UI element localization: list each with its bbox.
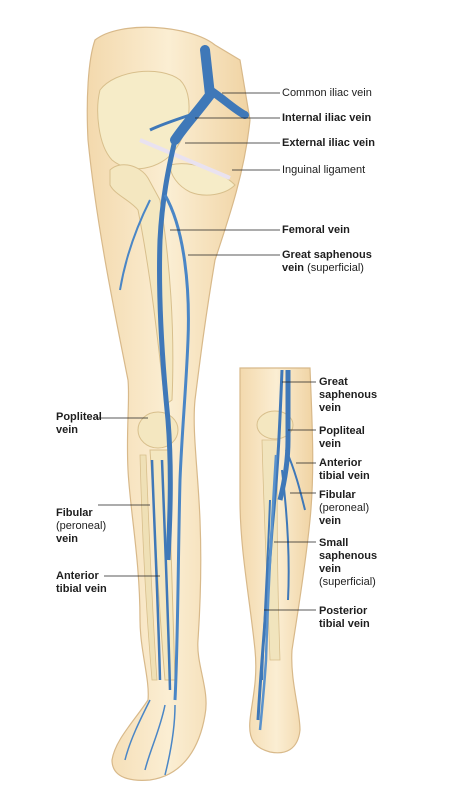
internal-iliac-vein (149, 113, 191, 132)
label-fibular-left-2: (peroneal) (56, 520, 107, 532)
label-gsv-post-2: saphenous (319, 389, 378, 401)
label-gsv-post-3: vein (319, 402, 342, 414)
femoral-vein (156, 139, 178, 561)
posterior-tibial-vein (261, 499, 271, 681)
label-external-iliac-text: External iliac vein (282, 137, 375, 149)
label-great-saphenous-vein: Great saphenous vein (superficial) (282, 249, 372, 275)
label-ssv-1: Small (319, 537, 349, 549)
anterior-tibial-vein (160, 459, 172, 691)
fibula-bone (139, 454, 158, 681)
label-internal-iliac-vein: Internal iliac vein (282, 112, 371, 125)
inguinal-ligament (139, 138, 231, 180)
common-iliac-right (206, 86, 249, 119)
label-common-iliac-text: Common iliac vein (282, 87, 372, 99)
label-posterior-2: tibial vein (319, 618, 370, 630)
leader-lines (98, 92, 316, 611)
dorsal-foot-veins (124, 699, 176, 776)
posterior-popliteal-vein (277, 370, 291, 501)
label-popliteal-left-1: Popliteal (56, 411, 102, 423)
label-fibular-post-3: vein (319, 515, 342, 527)
label-fibular-left-3: vein (56, 533, 79, 545)
posterior-anterior-tibial-vein (285, 449, 306, 511)
label-common-iliac-vein: Common iliac vein (282, 87, 372, 100)
label-femoral-vein: Femoral vein (282, 224, 350, 237)
label-gsv-line2: vein (282, 262, 305, 274)
label-anterior-post-1: Anterior (319, 457, 362, 469)
label-fibular-post-2: (peroneal) (319, 502, 370, 514)
label-popliteal-post-2: vein (319, 438, 342, 450)
label-posterior-tibial-vein: Posterior tibial vein (319, 605, 370, 631)
fibular-vein-anterior (150, 459, 162, 681)
label-fibular-left-1: Fibular (56, 507, 93, 519)
label-anterior-left-1: Anterior (56, 570, 99, 582)
label-anterior-tibial-posterior: Anterior tibial vein (319, 457, 370, 483)
small-saphenous-vein (258, 454, 278, 731)
label-fibular-vein-anterior: Fibular (peroneal) vein (56, 507, 106, 546)
anterior-leg (86, 26, 251, 781)
label-fibular-post-1: Fibular (319, 489, 356, 501)
label-anterior-tibial-vein-anterior: Anterior tibial vein (56, 570, 107, 596)
posterior-fibular-vein (281, 469, 290, 601)
label-ssv-3: vein (319, 563, 342, 575)
label-great-saphenous-posterior: Great saphenous vein (319, 376, 377, 415)
posterior-knee-joint (256, 410, 294, 440)
common-iliac-vein (170, 45, 216, 145)
label-external-iliac-vein: External iliac vein (282, 137, 375, 150)
label-gsv-line2-wrap: vein (superficial) (282, 262, 372, 275)
label-inguinal-text: Inguinal ligament (282, 164, 366, 176)
label-fibular-vein-posterior: Fibular (peroneal) vein (319, 489, 369, 528)
label-popliteal-vein-posterior: Popliteal vein (319, 425, 365, 451)
label-popliteal-left-2: vein (56, 424, 79, 436)
label-gsv-post-1: Great (319, 376, 348, 388)
label-femoral-text: Femoral vein (282, 224, 350, 236)
label-posterior-1: Posterior (319, 605, 368, 617)
label-anterior-post-2: tibial vein (319, 470, 370, 482)
knee-joint (137, 411, 179, 449)
great-saphenous-vein (163, 194, 190, 701)
label-inguinal-ligament: Inguinal ligament (282, 164, 365, 177)
label-gsv-note: (superficial) (307, 262, 364, 274)
label-anterior-left-2: tibial vein (56, 583, 107, 595)
posterior-leg (239, 367, 314, 754)
label-ssv-2: saphenous (319, 550, 378, 562)
label-small-saphenous-vein: Small saphenous vein (superficial) (319, 537, 377, 589)
label-popliteal-vein-anterior: Popliteal vein (56, 411, 102, 437)
label-gsv-line1: Great saphenous (282, 249, 372, 261)
lateral-thigh-vein (119, 199, 151, 291)
label-ssv-4: (superficial) (319, 576, 376, 588)
label-popliteal-post-1: Popliteal (319, 425, 365, 437)
label-internal-iliac-text: Internal iliac vein (282, 112, 372, 124)
